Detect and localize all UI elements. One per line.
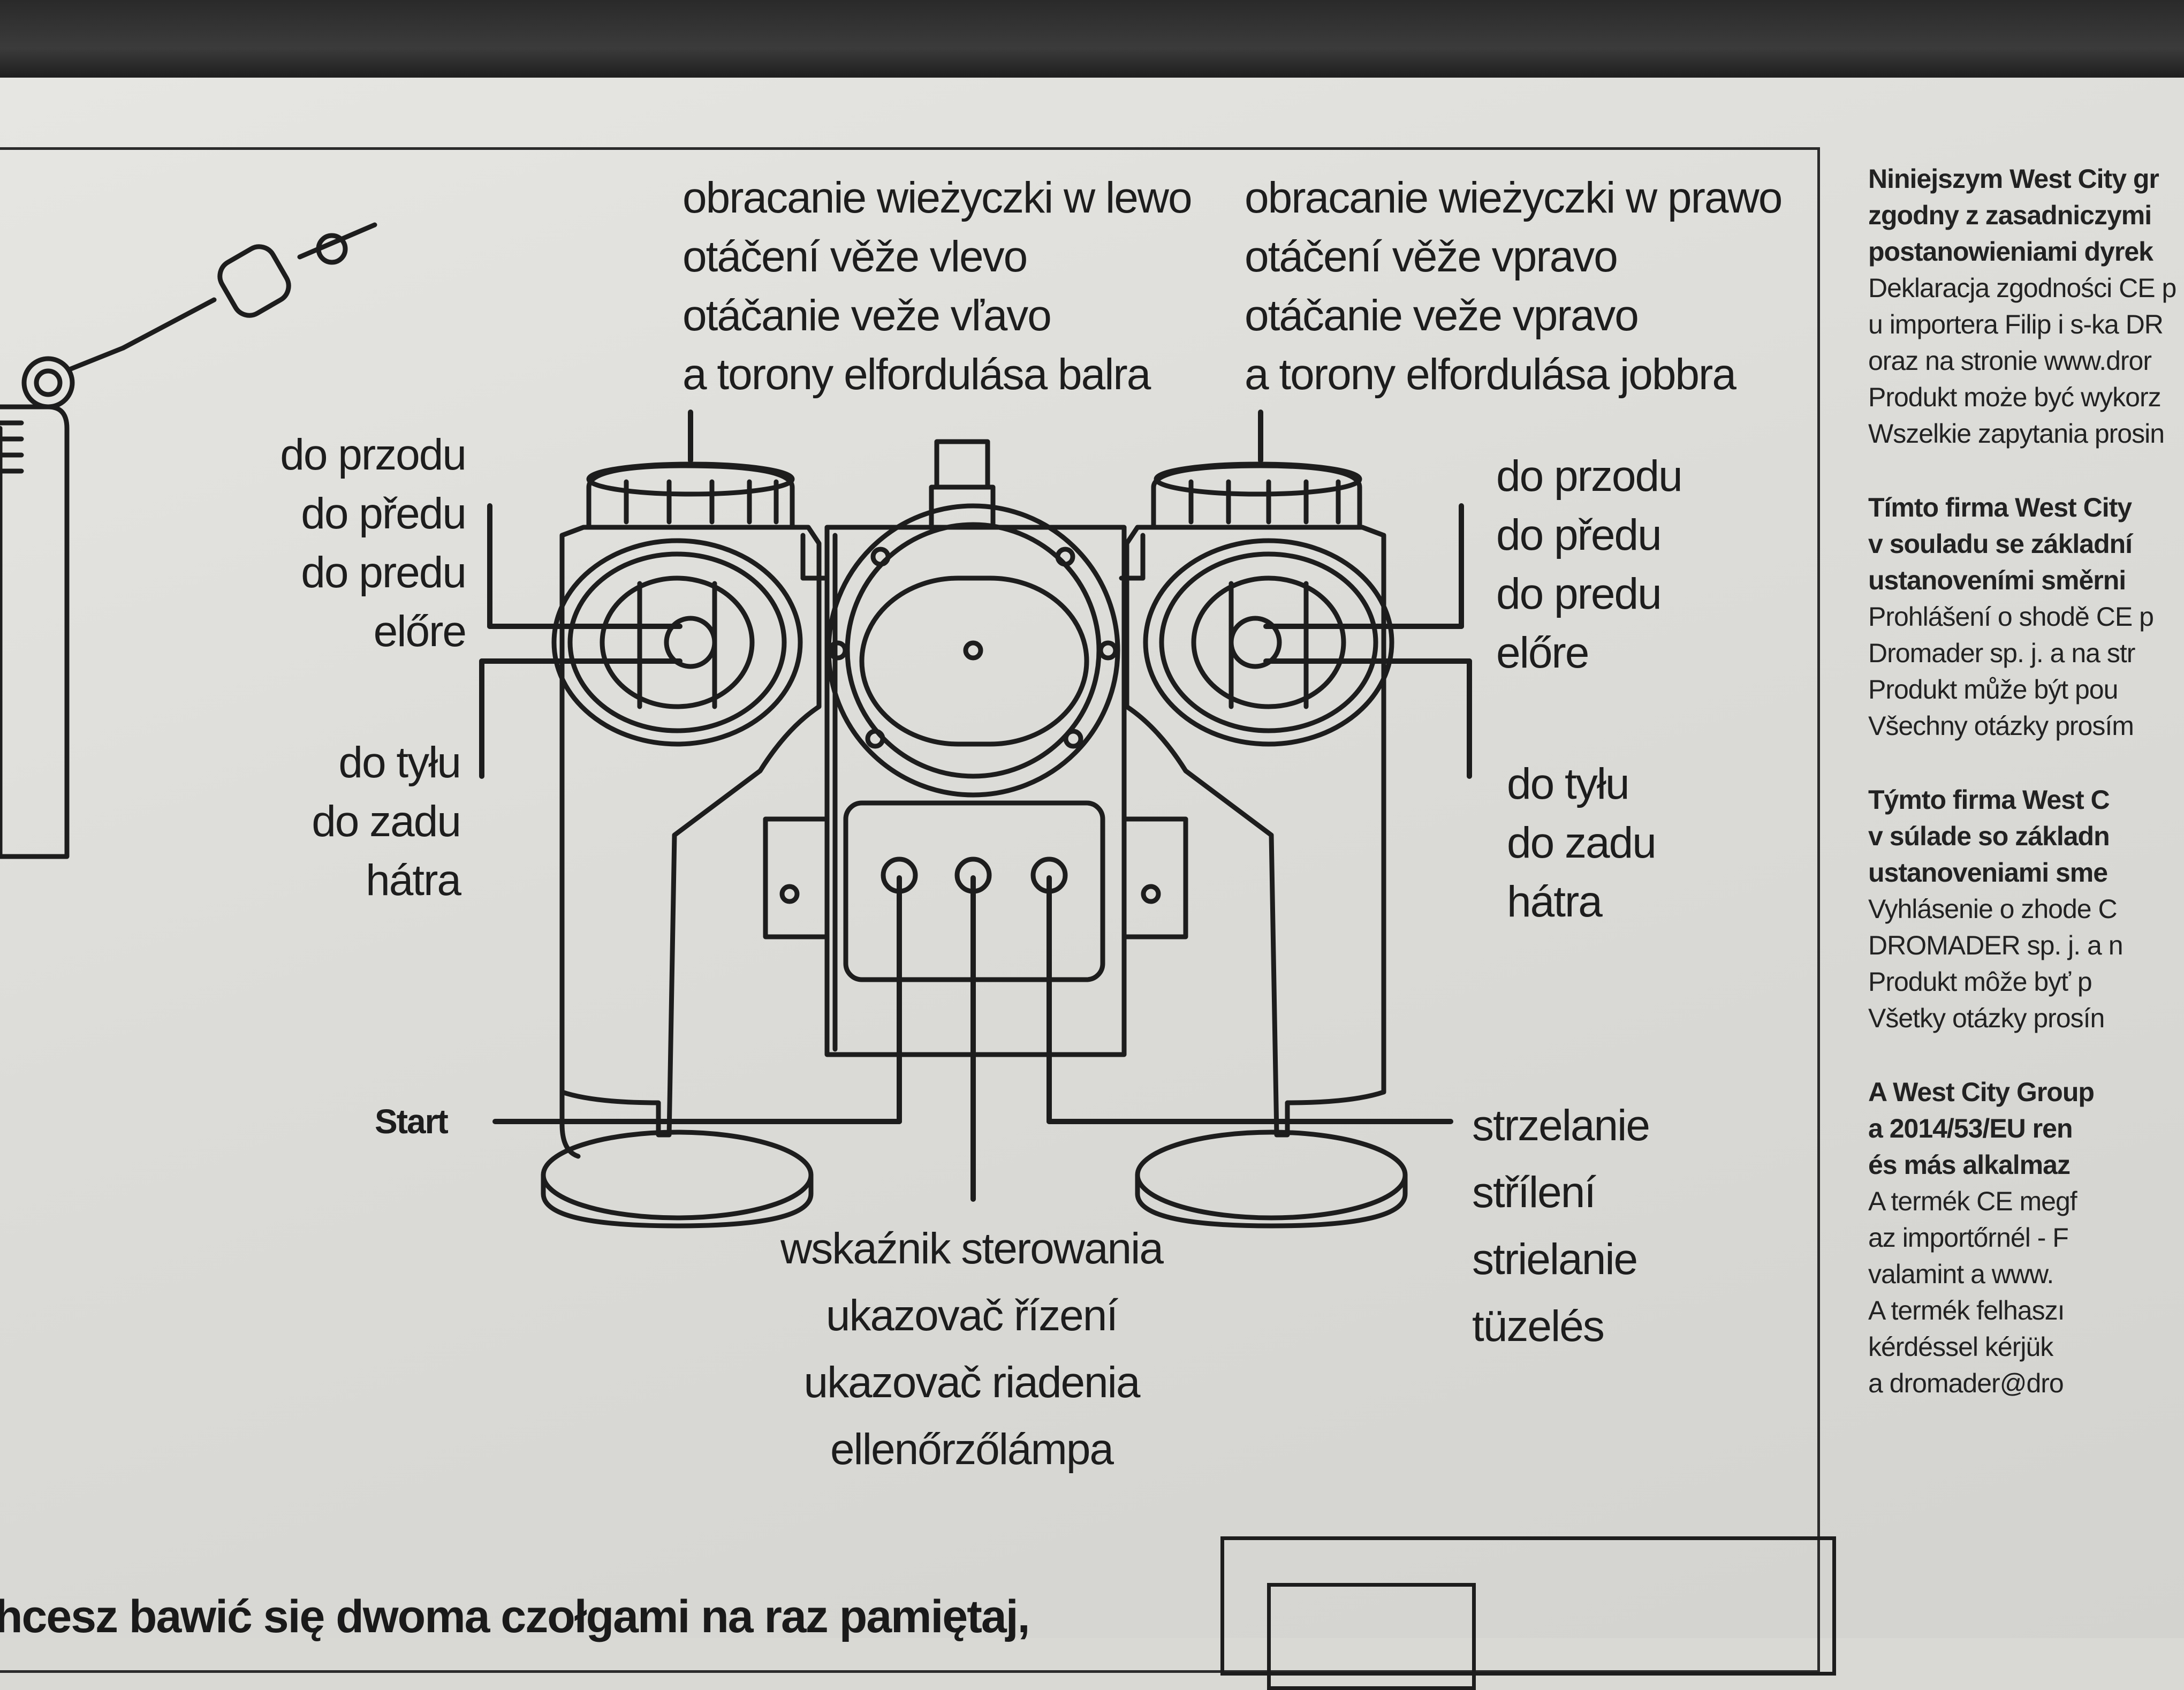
declaration-pl: Niniejszym West City gr zgodny z zasadni… xyxy=(1868,164,2177,449)
label-turret-left: obracanie wieżyczki w lewo otáčení věže … xyxy=(682,173,1193,399)
antenna-illustration xyxy=(0,222,377,859)
label-turret-right: obracanie wieżyczki w prawo otáčení věže… xyxy=(1245,173,1783,399)
right-turret-knob xyxy=(1151,461,1362,530)
label-start: Start xyxy=(375,1102,449,1141)
bottom-note: hcesz bawić się dwoma czołgami na raz pa… xyxy=(0,1591,1030,1642)
bottom-inner-box xyxy=(1267,1583,1476,1690)
label-left-back: do tyłu do zadu hátra xyxy=(312,738,461,905)
declaration-cz: Tímto firma West City v souladu se zákla… xyxy=(1868,492,2154,741)
label-indicator: wskaźnik sterowania ukazovač řízení ukaz… xyxy=(780,1224,1164,1474)
controller-left-handle xyxy=(551,525,827,1159)
label-right-forward: do przodu do předu do predu előre xyxy=(1496,452,1683,677)
bottom-diagram-box xyxy=(1220,1536,1836,1690)
controller-feet xyxy=(541,1130,1408,1229)
controller-right-handle xyxy=(1119,525,1394,1138)
label-right-back: do tyłu do zadu hátra xyxy=(1507,760,1657,926)
instruction-sheet xyxy=(0,78,2184,1638)
declaration-sk: Týmto firma West C v súlade so základn u… xyxy=(1868,785,2124,1033)
declaration-column: Niniejszym West City gr zgodny z zasadni… xyxy=(1868,161,2184,1526)
controller-center-body xyxy=(763,439,1188,1057)
label-left-forward: do przodu do předu do predu előre xyxy=(280,430,467,656)
label-fire: strzelanie střílení strielanie tüzelés xyxy=(1472,1101,1650,1351)
declaration-hu: A West City Group a 2014/53/EU ren és má… xyxy=(1868,1077,2095,1398)
background-top-strip xyxy=(0,0,2184,80)
callout-lines xyxy=(479,410,1472,1202)
left-turret-knob xyxy=(586,461,795,530)
controller-diagram xyxy=(0,222,1472,1229)
